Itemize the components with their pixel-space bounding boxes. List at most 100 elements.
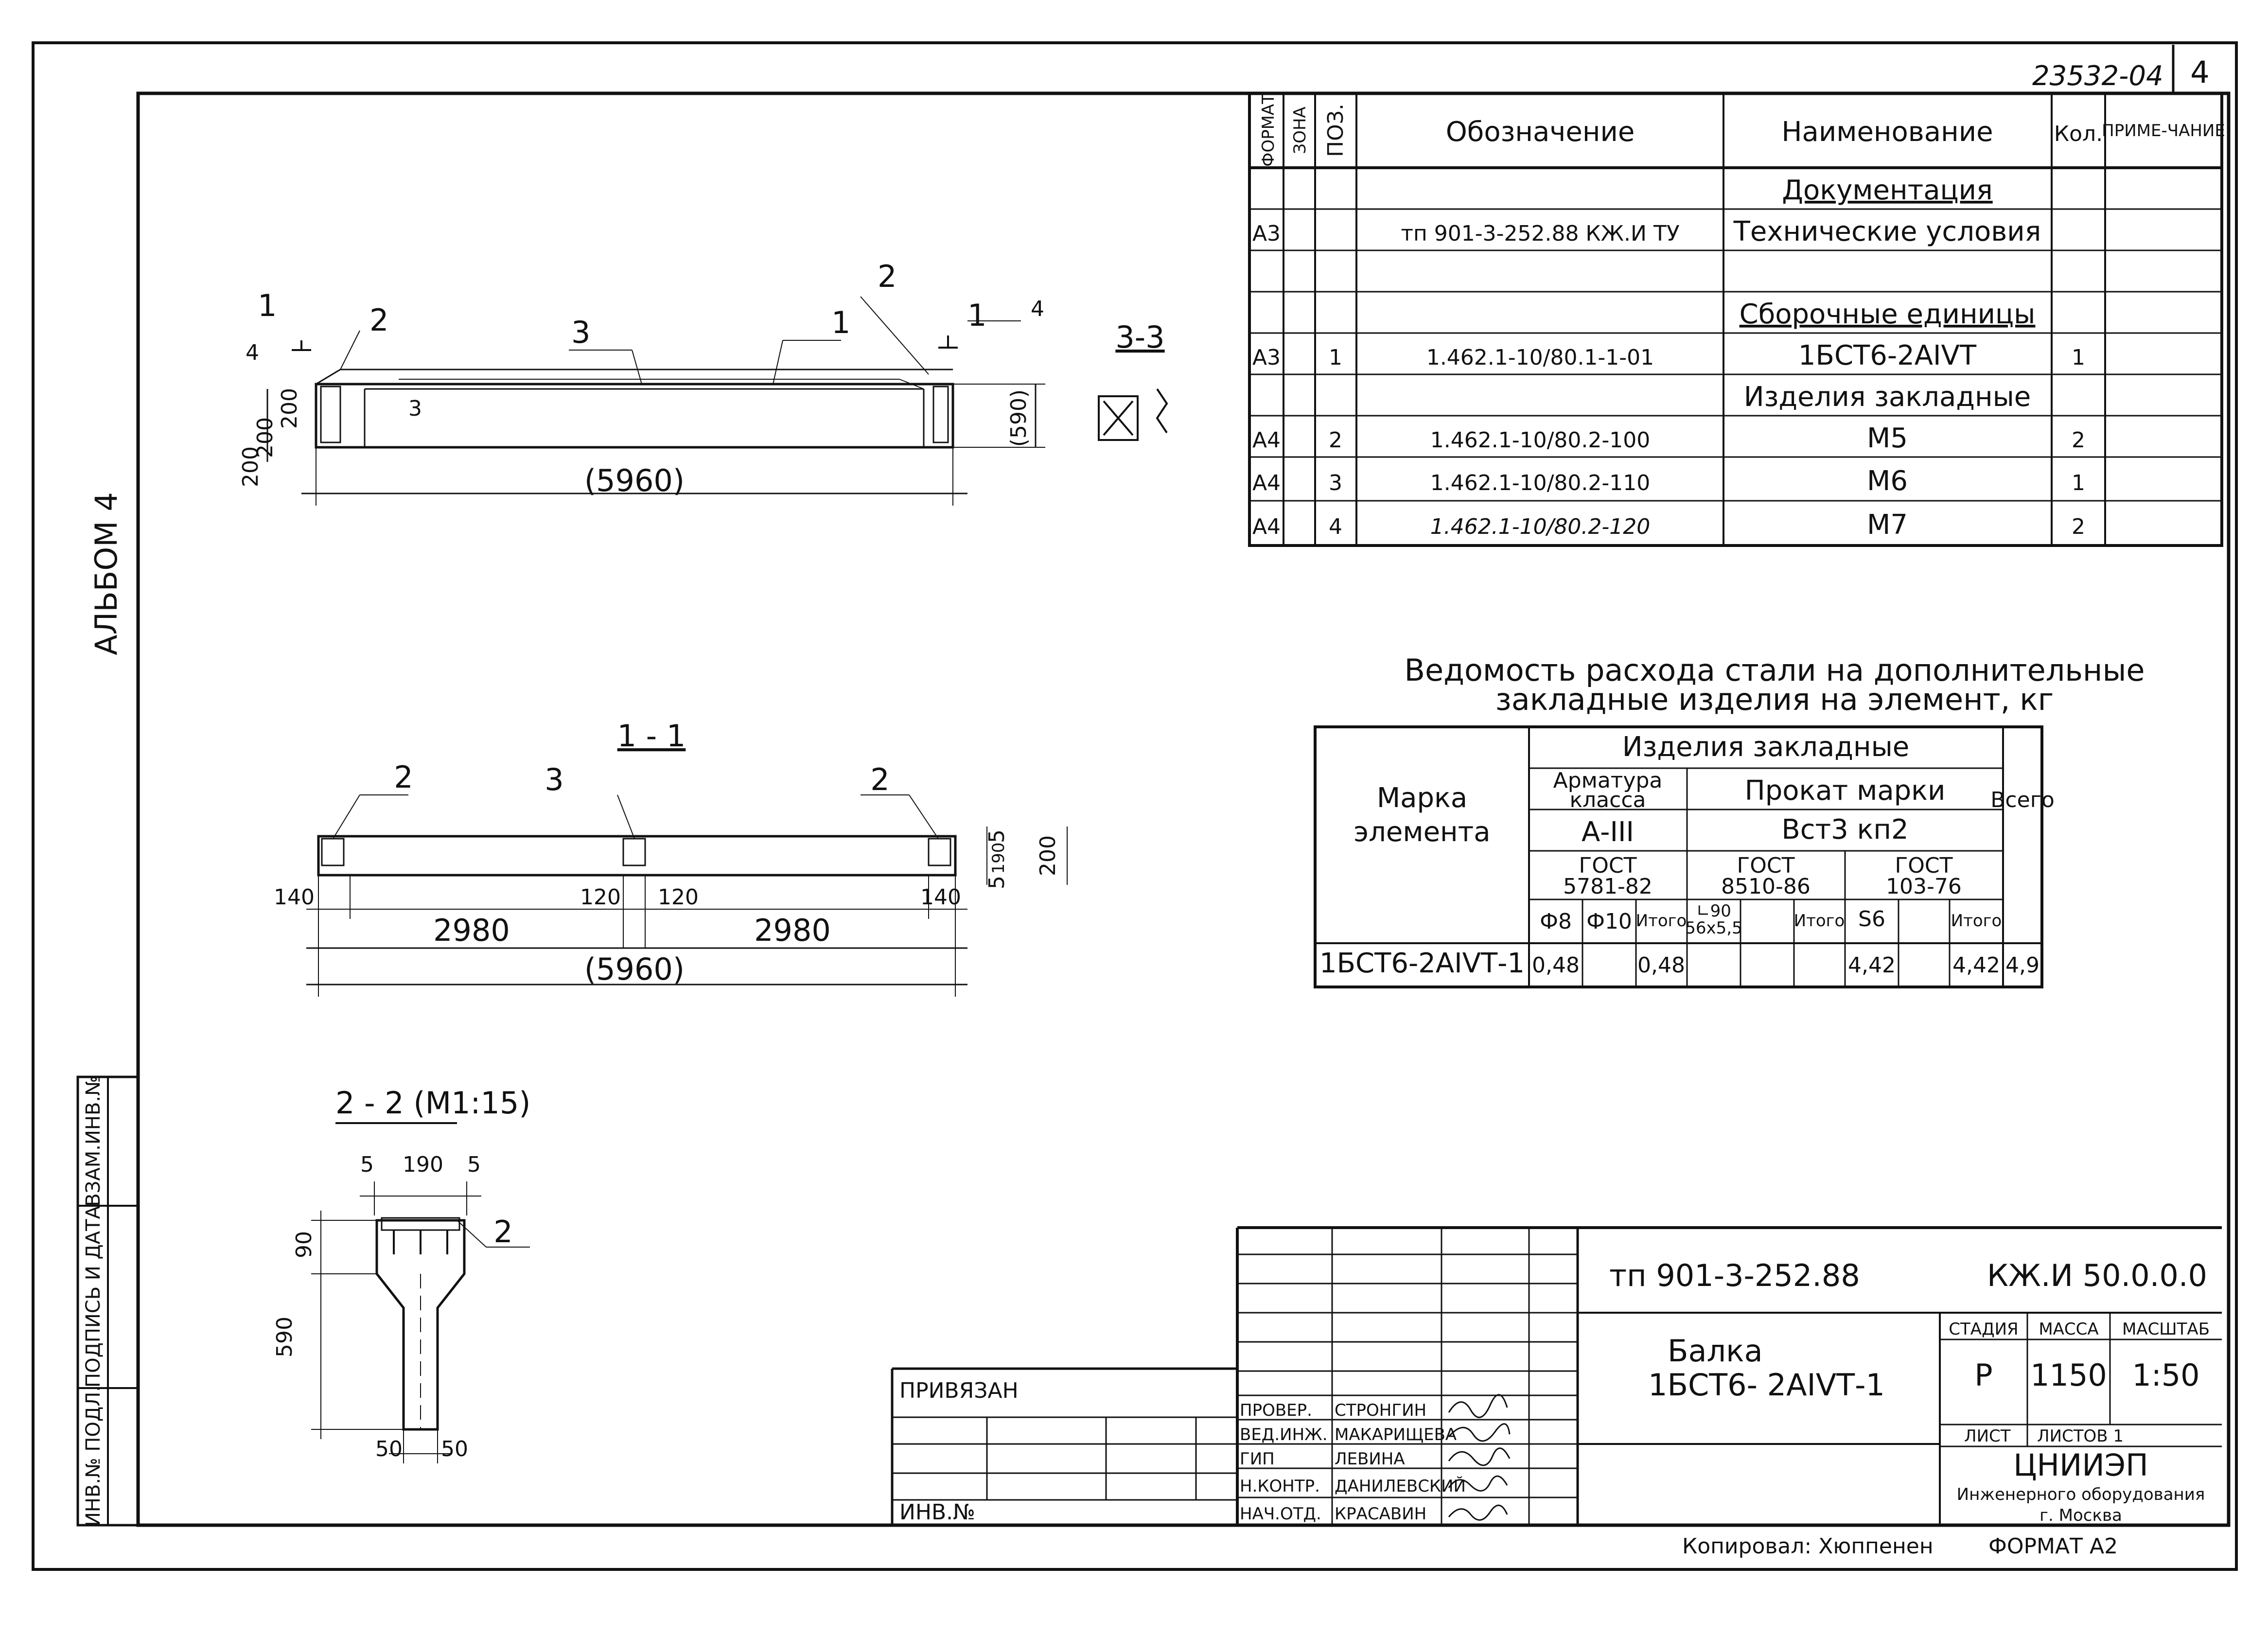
- stamp-project: тп 901-3-252.88: [1609, 1258, 1860, 1293]
- plan-dim-c: 200: [238, 446, 263, 487]
- spec-row-name: 1БСТ6-2АIVТ: [1798, 340, 1977, 371]
- plan-callout-3b: 3: [408, 396, 422, 421]
- plan-callout-2b: 2: [878, 259, 897, 294]
- spec-row-designation: 1.462.1-10/80.1-1-01: [1426, 345, 1654, 370]
- plan-callout-4a: 4: [246, 340, 259, 365]
- section-11-callout-3: 3: [545, 762, 563, 797]
- plan-cut-1a: 1: [258, 288, 277, 323]
- steel-data-row: 1БСТ6-2АIVТ-1 0,48 0,48 4,42 4,42 4,9: [1319, 948, 2039, 979]
- section-22-title: 2 - 2 (М1:15): [335, 1085, 531, 1121]
- steel-h-element: элемента: [1354, 816, 1490, 848]
- section-22-callout-2: 2: [493, 1214, 512, 1250]
- spec-row-pos: 2: [1329, 428, 1342, 453]
- steel-table: [1314, 725, 2043, 988]
- footer-copied: Копировал: Хюппенен: [1682, 1534, 1934, 1559]
- signature-mark: [1448, 1394, 1508, 1418]
- steel-h-total: Всего: [1990, 788, 2054, 812]
- spec-row-name: М6: [1867, 465, 1908, 497]
- stamp-org-sub: Инженерного оборудования: [1957, 1485, 2205, 1504]
- spec-row-qty: 1: [2072, 345, 2085, 370]
- section-11-d-140a: 140: [274, 885, 315, 910]
- spec-row-pos: 3: [1329, 471, 1342, 495]
- spec-row-qty: 1: [2072, 471, 2085, 495]
- spec-row-designation: 1.462.1-10/80.2-110: [1430, 471, 1650, 495]
- spec-h-zone: ЗОНА: [1290, 106, 1310, 154]
- stamp-role: ВЕД.ИНЖ.: [1240, 1425, 1328, 1444]
- plan-callout-2a: 2: [369, 302, 388, 338]
- stamp-name: СТРОНГИН: [1335, 1401, 1426, 1420]
- section-11-d-120b: 120: [658, 885, 699, 910]
- steel-row-itogo3: 4,42: [1952, 953, 2000, 978]
- beam-plan-view: [266, 296, 1045, 506]
- steel-h-rolled: Прокат марки: [1745, 775, 1946, 807]
- drawing-frame: [136, 91, 2231, 1527]
- spec-row: А4 3 1.462.1-10/80.2-110 М6 1: [1252, 465, 2085, 497]
- stamp-privyazan: ПРИВЯЗАН: [899, 1378, 1019, 1403]
- stamp-org-city: г. Москва: [2039, 1506, 2122, 1525]
- steel-h-gost3: ГОСТ: [1895, 853, 1952, 878]
- stamp-sheets-h: ЛИСТОВ 1: [2037, 1426, 2124, 1446]
- doc-code: 23532-04: [2032, 60, 2163, 92]
- spec-row-designation: 1.462.1-10/80.2-120: [1430, 514, 1650, 539]
- section-11-d-140b: 140: [920, 885, 961, 910]
- spec-row-name: М7: [1867, 509, 1908, 541]
- stamp-mass: 1150: [2030, 1357, 2107, 1393]
- page-number: 4: [2190, 54, 2209, 90]
- stamp-scale: 1:50: [2132, 1357, 2199, 1393]
- spec-row-format: А4: [1252, 471, 1281, 495]
- stamp-stage: Р: [1974, 1357, 1992, 1393]
- spec-row-designation: тп 901-3-252.88 КЖ.И ТУ: [1401, 221, 1679, 246]
- steel-h-class: класса: [1569, 788, 1646, 812]
- section-11-callout-2b: 2: [870, 762, 889, 797]
- section-33-title: 3-3: [1115, 319, 1164, 355]
- stamp-name: ЛЕВИНА: [1335, 1449, 1405, 1469]
- spec-h-designation: Обозначение: [1446, 116, 1635, 148]
- stamp-stage-h: СТАДИЯ: [1949, 1320, 2018, 1339]
- steel-c-itogo2: Итого: [1794, 911, 1845, 931]
- signature-mark: [1448, 1423, 1511, 1442]
- steel-row-itogo1: 0,48: [1637, 953, 1685, 978]
- spec-row-format: А4: [1252, 428, 1281, 453]
- margin-label-inv: ИНВ.№ ПОДЛ.: [82, 1386, 105, 1527]
- spec-table: [1248, 92, 2223, 547]
- section-11-d-5a: 5: [985, 829, 1009, 843]
- section-11-d-120a: 120: [580, 885, 621, 910]
- section-22-d-590: 590: [272, 1317, 297, 1357]
- spec-row: А3 тп 901-3-252.88 КЖ.И ТУ Технические у…: [1252, 216, 2041, 247]
- steel-c-s6: S6: [1858, 907, 1885, 932]
- section-11-drawing: [306, 794, 1068, 997]
- stamp-code: КЖ.И 50.0.0.0: [1987, 1258, 2207, 1293]
- section-11-callout-2a: 2: [394, 759, 413, 795]
- stamp-org-name: ЦНИИЭП: [2013, 1447, 2148, 1483]
- steel-row-s6: 4,42: [1848, 953, 1896, 978]
- steel-h-gost3-no: 103-76: [1886, 874, 1962, 899]
- spec-row: А3 1 1.462.1-10/80.1-1-01 1БСТ6-2АIVТ 1: [1252, 340, 2085, 371]
- left-margin-stamp: ИНВ.№ ПОДЛ. ПОДПИСЬ И ДАТА ВЗАМ.ИНВ.№: [76, 1075, 140, 1527]
- steel-row-mark: 1БСТ6-2АIVТ-1: [1319, 948, 1525, 979]
- stamp-sheet-h: ЛИСТ: [1964, 1426, 2011, 1446]
- plan-dim-total: (5960): [584, 463, 685, 498]
- stamp-inv: ИНВ.№: [899, 1500, 975, 1525]
- spec-row-format: А3: [1252, 221, 1281, 246]
- section-11-d-190: 190: [989, 843, 1008, 874]
- steel-h-gost1-no: 5781-82: [1563, 874, 1653, 899]
- spec-row-pos: 4: [1329, 514, 1342, 539]
- spec-row-qty: 2: [2072, 514, 2085, 539]
- spec-row-designation: 1.462.1-10/80.2-100: [1430, 428, 1650, 453]
- steel-c-angle-a: ∟90: [1696, 901, 1731, 921]
- stamp-name: МАКАРИЩЕВА: [1335, 1425, 1457, 1444]
- spec-row-format: А4: [1252, 514, 1281, 539]
- stamp-role: ГИП: [1240, 1449, 1275, 1469]
- steel-c-angle-b: 56х5,5: [1685, 918, 1742, 938]
- album-label: АЛЬБОМ 4: [88, 492, 124, 655]
- steel-row-phi8: 0,48: [1532, 953, 1580, 978]
- margin-label-sign: ПОДПИСЬ И ДАТА: [82, 1205, 105, 1388]
- footer-format: ФОРМАТ А2: [1988, 1534, 2118, 1559]
- section-22-d-5b: 5: [467, 1152, 481, 1177]
- steel-row-total: 4,9: [2005, 953, 2039, 978]
- steel-c-itogo1: Итого: [1636, 911, 1687, 931]
- steel-h-gost2: ГОСТ: [1737, 853, 1794, 878]
- section-22-d-90: 90: [292, 1231, 316, 1258]
- steel-h-gost1: ГОСТ: [1579, 853, 1636, 878]
